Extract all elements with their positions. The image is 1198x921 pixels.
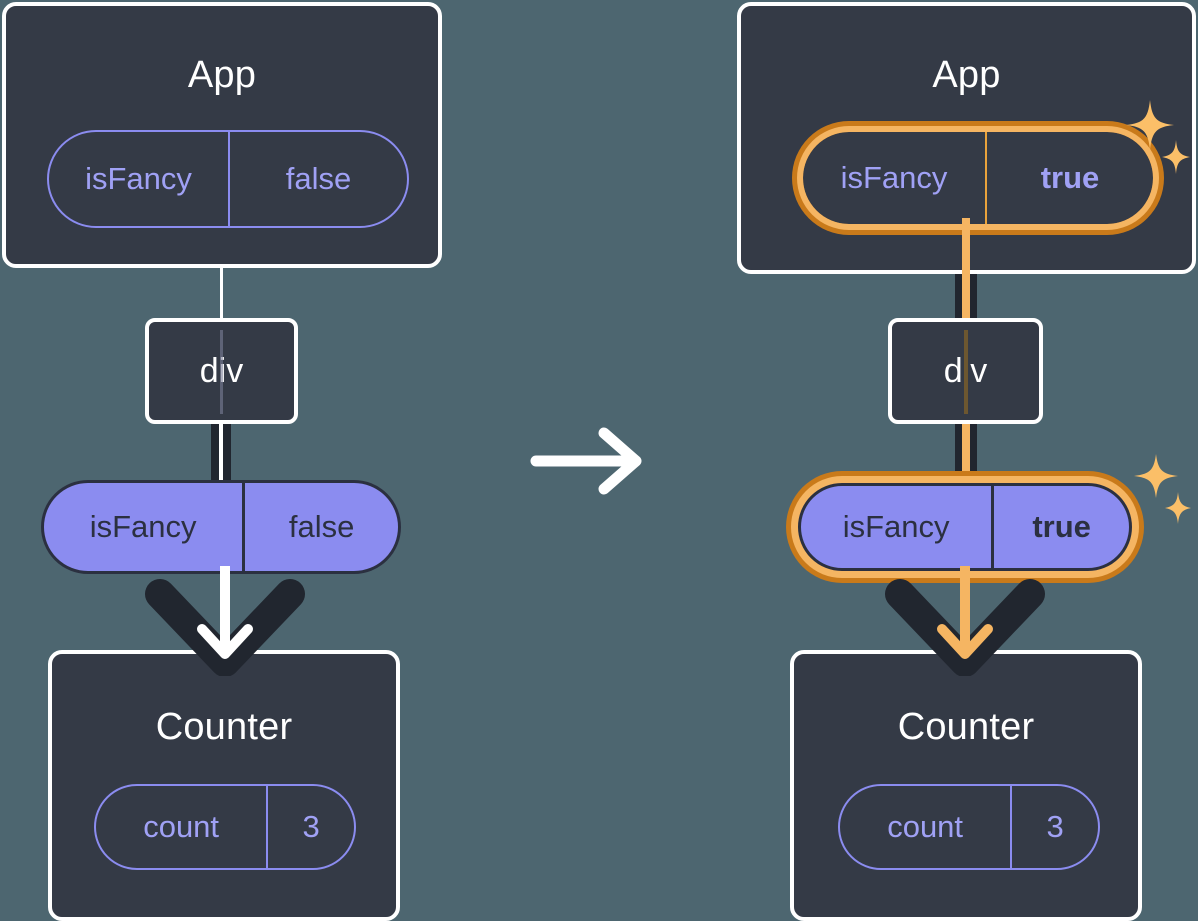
sparkle-star-large-icon [1134,454,1178,498]
app-prop-pill-after[interactable]: isFancy true [803,132,1153,224]
connector-div-to-pill-before-core [219,420,223,482]
arrow-head-before [197,624,253,659]
app-prop-value-before: false [228,132,407,226]
counter-state-pill-after[interactable]: count 3 [838,784,1100,870]
props-pill-name-after: isFancy [842,509,950,544]
sparkle-star-small-icon [1162,140,1190,174]
arrow-chevron-shadow-after [885,579,1045,676]
counter-box-title-before: Counter [155,706,293,748]
sparkles-app-pill-after [1122,96,1198,188]
sparkles-props-pill-after [1130,448,1198,540]
arrow-chevron-shadow-before [145,579,305,676]
counter-box-title-after: Counter [897,706,1035,748]
connector-app-to-div-after-core [962,218,970,324]
connector-app-to-div-before [220,266,223,322]
props-pill-before[interactable]: isFancy false [41,480,401,574]
counter-state-value-after: 3 [1010,786,1098,868]
app-component-box-before[interactable]: App isFancy false [2,2,442,268]
app-box-title-before: App [187,54,257,96]
app-prop-value-after: true [985,132,1153,224]
arrow-pill-to-counter-after [880,566,1050,676]
connector-ghost-inside-div-after [964,330,968,414]
arrow-right-icon [530,427,642,495]
arrow-pill-to-counter-before [140,566,310,676]
props-pill-value-before: false [242,483,398,571]
app-prop-name-before: isFancy [85,161,192,196]
app-prop-name-after: isFancy [840,160,948,195]
counter-state-pill-before[interactable]: count 3 [94,784,356,870]
counter-state-name-after: count [887,809,964,844]
transition-arrow [530,425,650,497]
props-pill-after[interactable]: isFancy true [798,483,1132,571]
counter-component-box-before[interactable]: Counter count 3 [48,650,400,921]
counter-component-box-after[interactable]: Counter count 3 [790,650,1142,921]
app-prop-pill-before[interactable]: isFancy false [47,130,409,228]
sparkle-star-large-icon [1126,100,1174,150]
props-pill-name-before: isFancy [89,509,197,544]
props-pill-value-after: true [991,486,1129,568]
connector-ghost-inside-div-before [220,330,223,414]
connector-div-to-pill-after-core [962,420,970,482]
sparkle-star-small-icon [1165,492,1191,524]
counter-state-value-before: 3 [266,786,354,868]
counter-state-name-before: count [143,809,220,844]
app-box-title-after: App [932,54,1001,96]
arrow-head-after [937,624,993,659]
